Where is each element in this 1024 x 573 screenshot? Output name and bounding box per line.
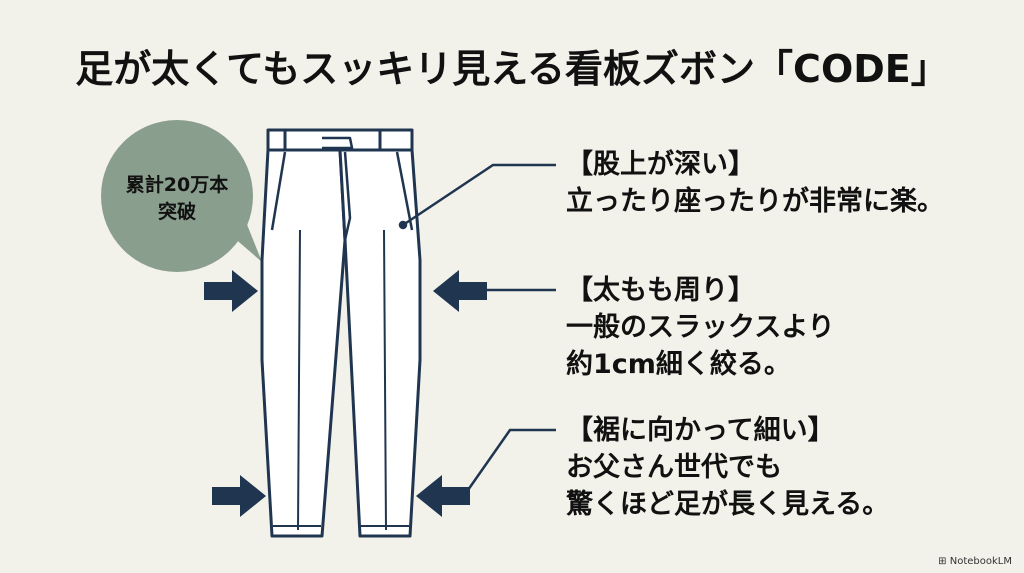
callout-rise: 【股上が深い】 立ったり座ったりが非常に楽。 [566, 146, 944, 220]
arrow-right-icon [212, 475, 266, 517]
pants-illustration [260, 128, 422, 538]
arrow-left-icon [433, 270, 487, 312]
leader-line-hem [466, 428, 556, 491]
leader-lines [398, 163, 556, 491]
callout-heading: 【股上が深い】 [566, 149, 755, 180]
arrows [204, 270, 487, 517]
pants-right-leg [338, 148, 422, 538]
callout-thigh: 【太もも周り】 一般のスラックスより 約1cm細く絞る。 [566, 272, 835, 383]
badge-line-2: 突破 [157, 201, 196, 223]
callout-heading: 【裾に向かって細い】 [566, 415, 835, 446]
callout-heading: 【太もも周り】 [566, 275, 755, 306]
callout-line: 約1cm細く絞る。 [566, 349, 791, 380]
leader-line-rise [402, 163, 556, 227]
callout-line: 驚くほど足が長く見える。 [566, 489, 890, 520]
badge-text: 累計20万本 突破 [102, 172, 252, 226]
callout-line: 立ったり座ったりが非常に楽。 [566, 186, 944, 217]
badge-line-1: 累計20万本 [125, 174, 229, 196]
arrow-left-icon [416, 475, 470, 517]
footer-brand: ⊞ NotebookLM [938, 556, 1012, 567]
callout-line: お父さん世代でも [566, 452, 782, 483]
callout-line: 一般のスラックスより [566, 312, 835, 343]
notebooklm-logo-icon: ⊞ [938, 556, 947, 567]
callout-hem: 【裾に向かって細い】 お父さん世代でも 驚くほど足が長く見える。 [566, 412, 889, 523]
page-title: 足が太くてもスッキリ見える看板ズボン「CODE」 [75, 47, 949, 91]
arrow-right-icon [204, 270, 258, 312]
badge-bubble [101, 120, 262, 272]
footer-text: NotebookLM [949, 556, 1012, 567]
